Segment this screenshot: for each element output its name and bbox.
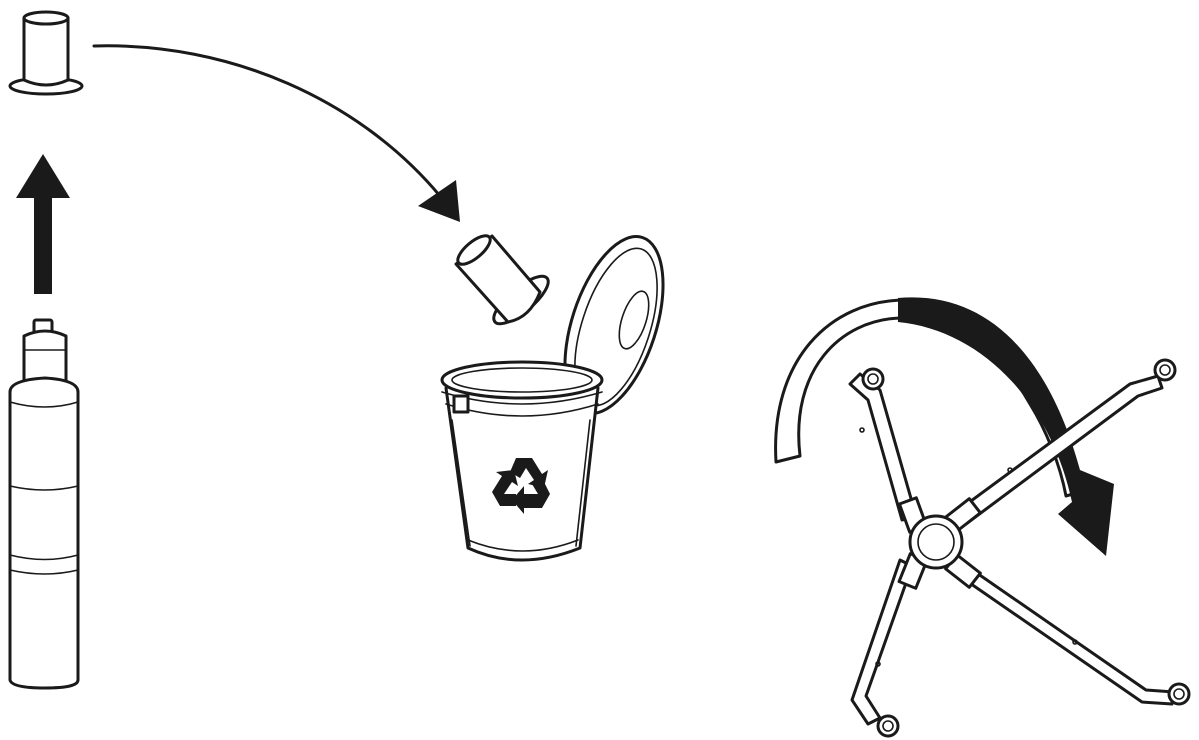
chair-base-icon xyxy=(848,358,1191,738)
recycle-symbol-icon xyxy=(492,458,550,514)
protective-cap-icon xyxy=(8,10,84,96)
curved-arrow-icon xyxy=(92,44,460,222)
rotate-arrow-icon xyxy=(774,297,1114,556)
recycling-bin-icon xyxy=(440,235,665,562)
falling-cap-icon xyxy=(454,234,550,326)
gas-cylinder-icon xyxy=(8,318,80,690)
up-arrow-icon xyxy=(16,154,70,294)
